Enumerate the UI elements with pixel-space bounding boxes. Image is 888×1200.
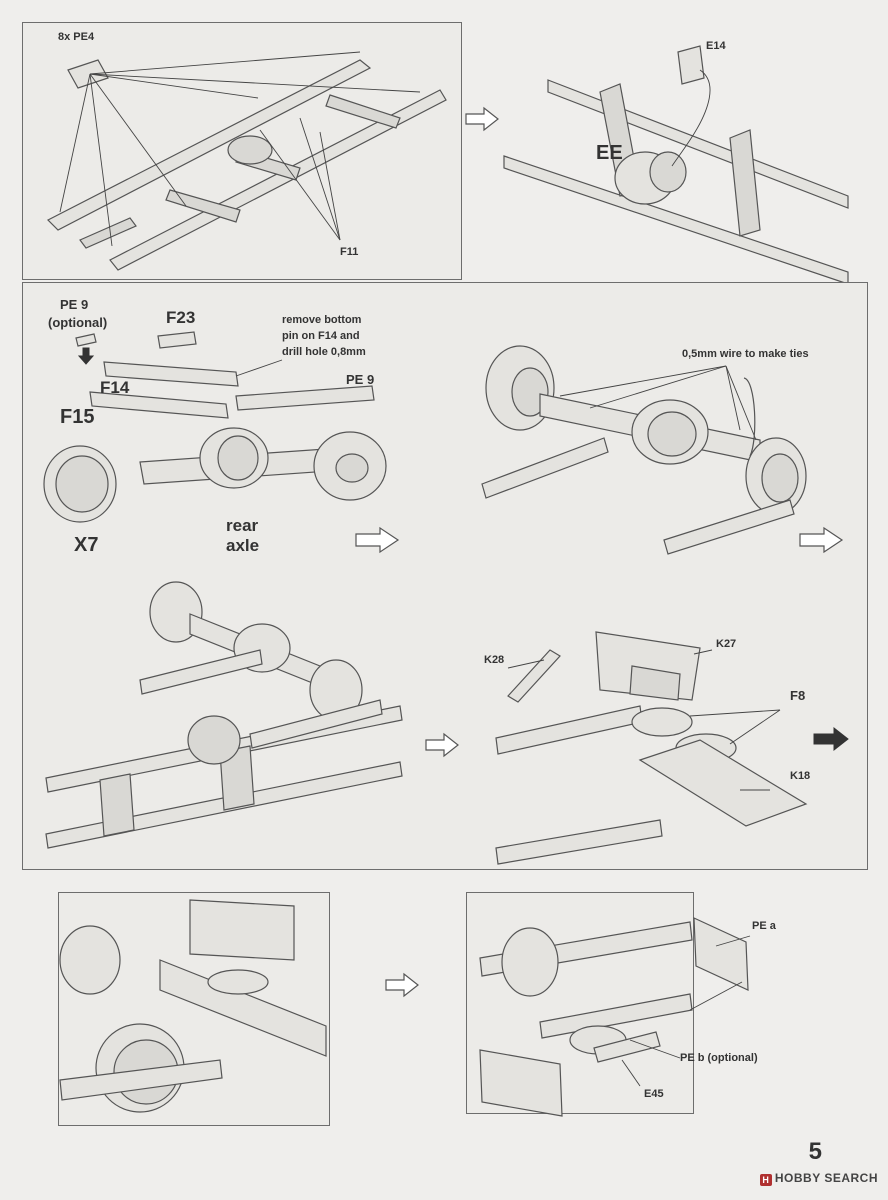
- leaf-spring-f14: [103, 361, 239, 387]
- tire-x7-inner: [55, 455, 109, 513]
- hub-7: [59, 925, 121, 995]
- step3-axle-label: axle: [226, 536, 260, 555]
- spring-5b: [249, 699, 383, 749]
- hub-8: [501, 927, 559, 997]
- wheel-drum-left-hub: [511, 367, 549, 417]
- step3-f14-label: F14: [100, 378, 130, 397]
- part-f8-a: [631, 707, 693, 737]
- crossmember-4: [325, 94, 401, 129]
- leaf-spring-pe9: [235, 385, 375, 411]
- watermark-text: HOBBY SEARCH: [774, 1171, 878, 1185]
- part-k18: [638, 739, 808, 827]
- step3-pe9-label: PE 9: [346, 372, 375, 387]
- bracket-7: [189, 899, 295, 961]
- part-pe-a: [693, 917, 749, 991]
- spring-7: [59, 1059, 223, 1101]
- spring-5a: [139, 649, 263, 695]
- pad-7a: [207, 969, 269, 995]
- diff-cover: [217, 435, 259, 481]
- step6-k27-label: K27: [716, 638, 737, 650]
- step8-pe-a-label: PE a: [752, 920, 776, 932]
- leaf-spring-4a: [481, 437, 609, 499]
- step8-e45-label: E45: [644, 1088, 664, 1100]
- step3-f15-label: F15: [60, 406, 95, 428]
- hobby-search-logo-icon: H: [759, 1174, 772, 1186]
- leaf-spring-f15: [89, 391, 229, 419]
- step3-x7-label: X7: [74, 534, 99, 556]
- chassis-rail-left: [46, 59, 372, 231]
- crossmember-2: [165, 189, 241, 223]
- wheel-drum-right-hub: [761, 453, 799, 503]
- differential-4-cover: [647, 411, 697, 457]
- part-pe-b: [479, 1049, 563, 1117]
- step2-e14-label: E14: [706, 40, 726, 52]
- rear-drum-right-hub: [335, 453, 369, 483]
- step3-note-3: drill hole 0,8mm: [282, 346, 366, 358]
- hub-5: [187, 715, 241, 765]
- pe9-optional-part: [75, 333, 97, 347]
- drum-ee-face: [649, 151, 687, 193]
- chassis-rail-right: [109, 89, 447, 271]
- part-k27-lower: [629, 665, 681, 701]
- step3-pe9-optional-2: (optional): [48, 315, 108, 330]
- part-e14: [677, 45, 705, 85]
- step2-ee-label: EE: [596, 142, 623, 164]
- part-k28: [507, 649, 561, 703]
- step3-note-1: remove bottom: [282, 314, 362, 326]
- step3-note-2: pin on F14 and: [282, 330, 360, 342]
- pe9-down-arrow: [77, 347, 95, 365]
- crossmember-b: [729, 129, 761, 237]
- spring-hanger: [227, 135, 273, 165]
- wheel-5-left: [149, 581, 203, 643]
- step1-pe4-label: 8x PE4: [58, 31, 95, 43]
- crossmember-1: [79, 217, 137, 249]
- part-e45: [593, 1031, 661, 1063]
- frame-rail-7: [159, 959, 327, 1057]
- pe4-plate: [67, 59, 109, 89]
- crossmember-5a: [99, 773, 135, 837]
- part-f23: [157, 331, 197, 349]
- step4-wire-note: 0,5mm wire to make ties: [682, 348, 809, 360]
- frame-rail-6b: [495, 819, 663, 865]
- step3-rear-label: rear: [226, 516, 259, 535]
- leaf-spring-4b: [663, 499, 795, 555]
- page-number: 5: [808, 1138, 822, 1165]
- step6-f8-label: F8: [790, 688, 806, 703]
- step3-pe9-optional-1: PE 9: [60, 297, 89, 312]
- step6-k18-label: K18: [790, 770, 811, 782]
- frame-rail-8b: [539, 993, 693, 1039]
- crossmember-5b: [219, 745, 255, 811]
- step6-k28-label: K28: [484, 654, 505, 666]
- step8-pe-b-label: PE b (optional): [680, 1052, 758, 1064]
- step3-f23-label: F23: [166, 308, 196, 327]
- step1-f11-label: F11: [340, 246, 359, 258]
